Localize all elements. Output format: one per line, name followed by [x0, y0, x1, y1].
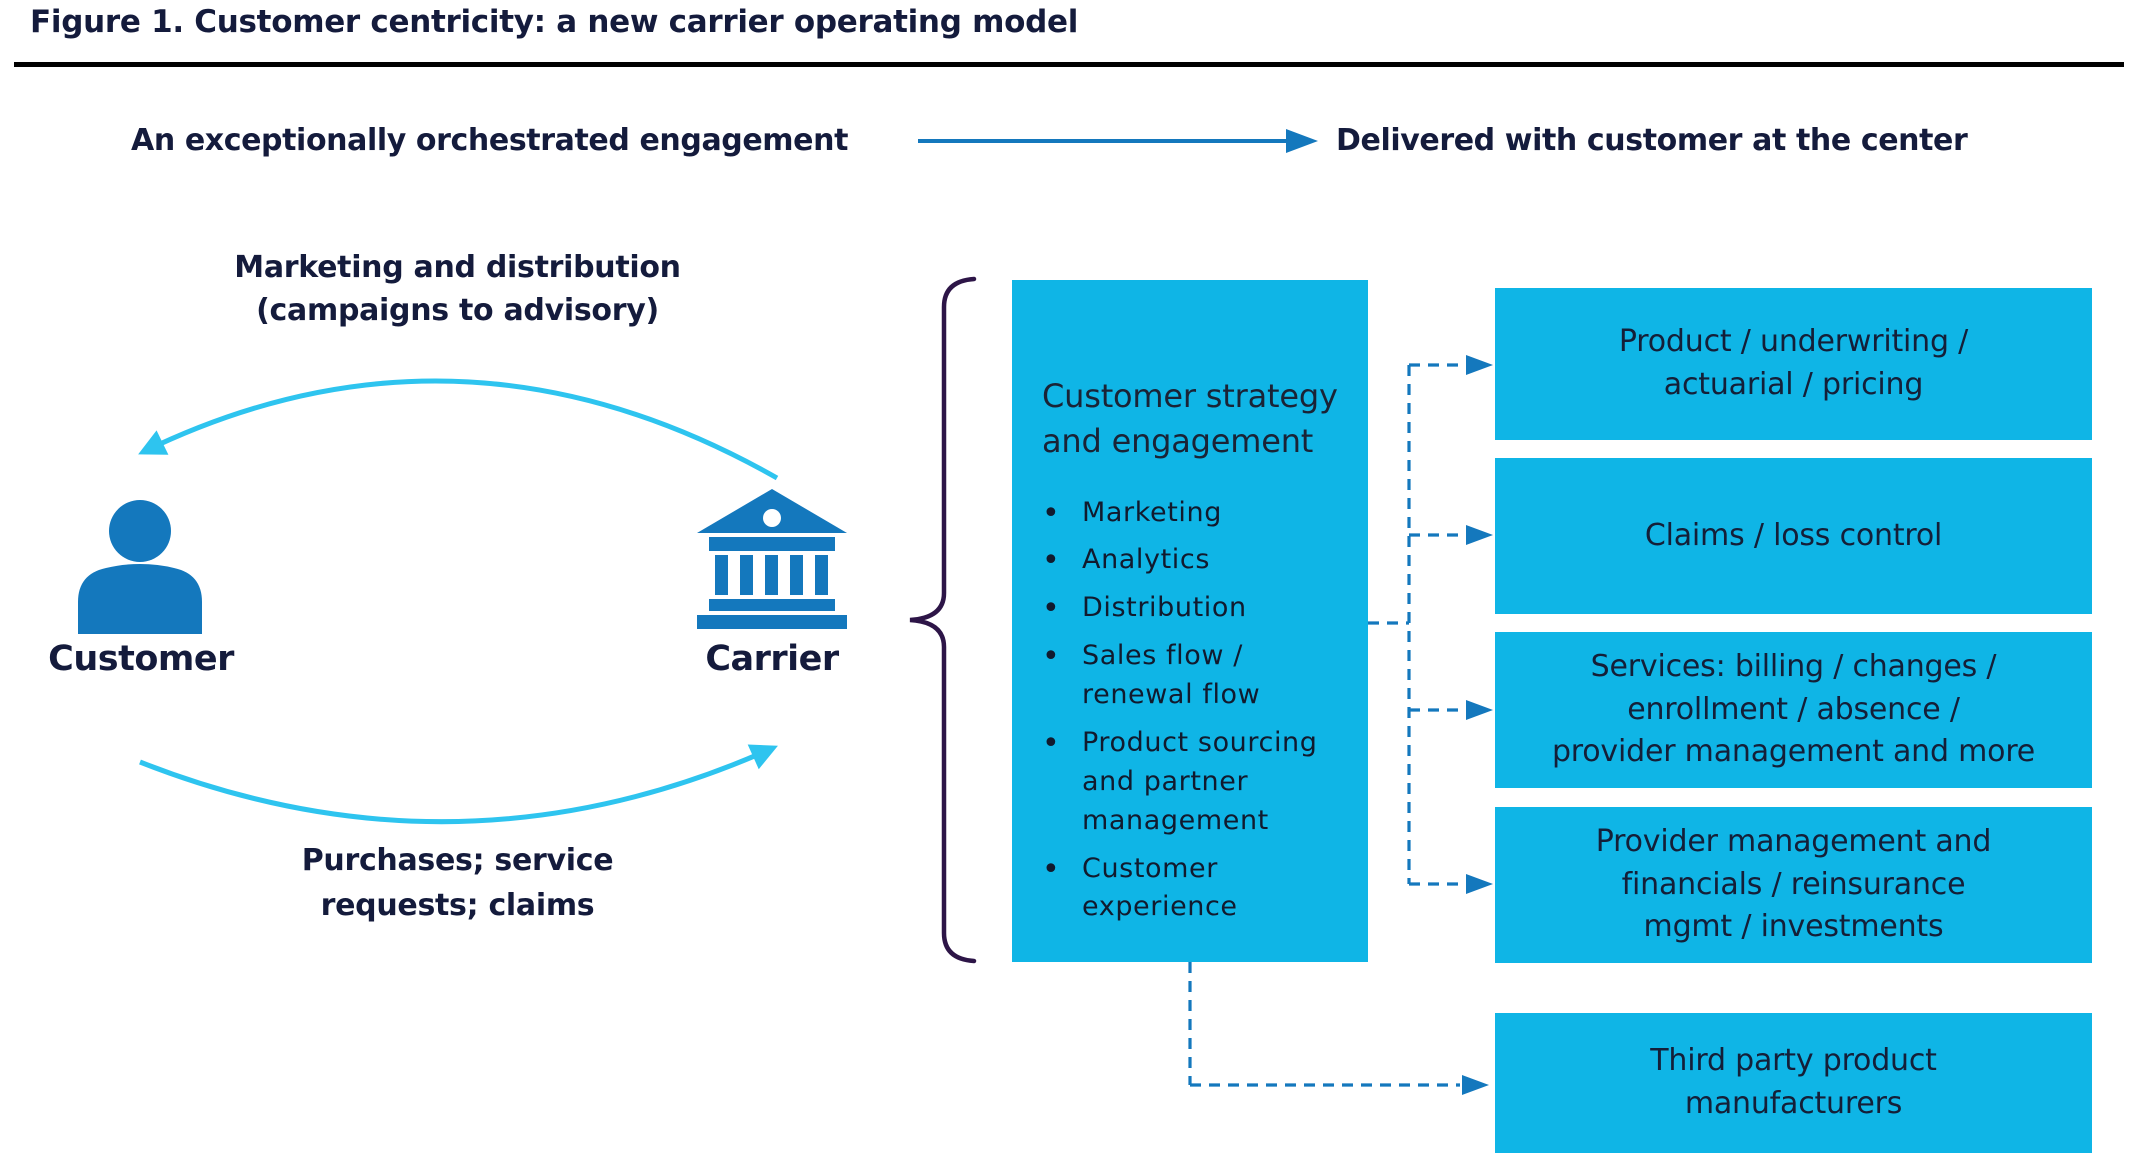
- bullet-customer-experience: Customer experience: [1040, 848, 1348, 928]
- bank-icon: [697, 489, 847, 629]
- function-box-claims: Claims / loss control: [1495, 458, 2092, 614]
- cycle-top-label: Marketing and distribution (campaigns to…: [234, 250, 681, 328]
- title-divider: [14, 62, 2124, 67]
- figure-title: Figure 1. Customer centricity: a new car…: [30, 4, 1079, 40]
- customer-label: Customer: [48, 639, 234, 679]
- curly-brace-icon: [909, 276, 977, 964]
- function-box-services: Services: billing / changes / enrollment…: [1495, 632, 2092, 788]
- strategy-bullet-list: Marketing Analytics Distribution Sales f…: [1032, 492, 1348, 928]
- header-left-label: An exceptionally orchestrated engagement: [131, 123, 849, 158]
- function-box-third-party: Third party product manufacturers: [1495, 1013, 2092, 1153]
- strategy-box: Customer strategy and engagement Marketi…: [1012, 280, 1368, 962]
- person-icon: [78, 500, 202, 634]
- bullet-sales-flow: Sales flow / renewal flow: [1040, 635, 1348, 715]
- bullet-analytics: Analytics: [1040, 539, 1348, 582]
- strategy-box-heading: Customer strategy and engagement: [1042, 377, 1338, 460]
- cycle-arrows-icon: [138, 378, 779, 825]
- function-box-provider-financials: Provider management and financials / rei…: [1495, 807, 2092, 963]
- right-arrow-icon: [918, 129, 1318, 153]
- cycle-bottom-label: Purchases; service requests; claims: [301, 843, 614, 923]
- function-box-product-underwriting: Product / underwriting / actuarial / pri…: [1495, 288, 2092, 440]
- carrier-label: Carrier: [705, 639, 839, 679]
- dashed-connector-lines: [1188, 355, 1493, 1095]
- header-right-label: Delivered with customer at the center: [1336, 123, 1968, 158]
- bullet-distribution: Distribution: [1040, 587, 1348, 630]
- bullet-product-sourcing: Product sourcing and partner management: [1040, 722, 1348, 841]
- bullet-marketing: Marketing: [1040, 492, 1348, 535]
